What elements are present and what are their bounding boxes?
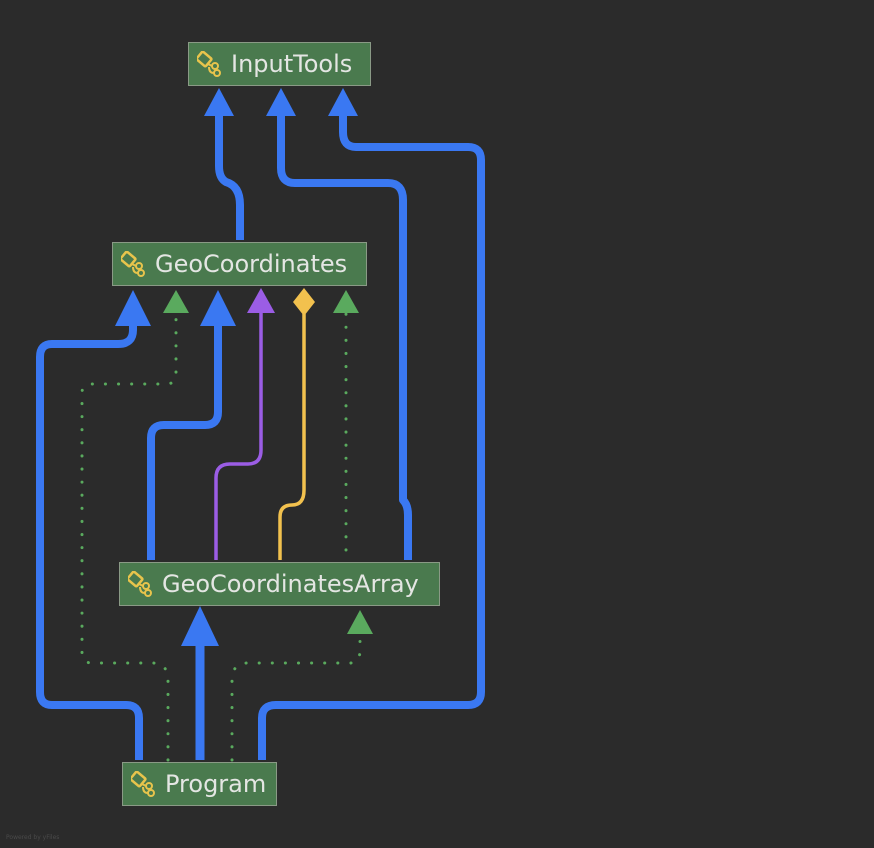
edge-geocoordinatesarray-to-geocoordinates-dependency[interactable] xyxy=(147,322,222,560)
node-geocoordinates-label: GeoCoordinates xyxy=(155,250,348,278)
edge-program-to-geocoordinates-realization[interactable] xyxy=(80,311,178,762)
arrowhead-geocoordinatesarray-1 xyxy=(181,606,219,646)
class-icon xyxy=(128,571,152,597)
edge-geocoordinatesarray-to-inputtools[interactable] xyxy=(277,112,412,560)
node-inputtools-label: InputTools xyxy=(231,50,353,78)
watermark: Powered by yFiles xyxy=(6,834,60,841)
edge-geocoordinates-to-inputtools[interactable] xyxy=(215,112,244,240)
arrowhead-inputtools-3 xyxy=(328,88,358,116)
edge-program-to-geocoordinates[interactable] xyxy=(36,322,143,760)
node-program[interactable]: Program xyxy=(122,762,277,806)
arrowhead-realization-1 xyxy=(163,290,189,313)
node-geocoordinatesarray[interactable]: GeoCoordinatesArray xyxy=(119,562,440,606)
arrowhead-realization-2 xyxy=(347,610,373,634)
class-icon xyxy=(121,251,145,277)
edge-program-to-geocoordinatesarray-realization[interactable] xyxy=(230,632,362,762)
node-program-label: Program xyxy=(165,770,267,798)
diamond-aggregation xyxy=(293,288,315,316)
node-geocoordinatesarray-label: GeoCoordinatesArray xyxy=(162,570,419,598)
edge-aggregation[interactable] xyxy=(278,314,306,560)
edge-generalization[interactable] xyxy=(214,312,263,560)
edge-program-to-inputtools[interactable] xyxy=(258,112,485,760)
node-inputtools[interactable]: InputTools xyxy=(188,42,371,86)
arrowhead-realization-3 xyxy=(333,290,359,313)
class-icon xyxy=(131,771,155,797)
class-icon xyxy=(197,51,221,77)
arrowhead-inputtools-1 xyxy=(204,88,234,116)
arrowhead-generalization xyxy=(247,288,275,313)
arrowhead-geocoordinates-2 xyxy=(200,290,236,326)
arrowhead-inputtools-2 xyxy=(266,88,296,116)
arrowhead-geocoordinates-1 xyxy=(115,290,151,326)
node-geocoordinates[interactable]: GeoCoordinates xyxy=(112,242,367,286)
